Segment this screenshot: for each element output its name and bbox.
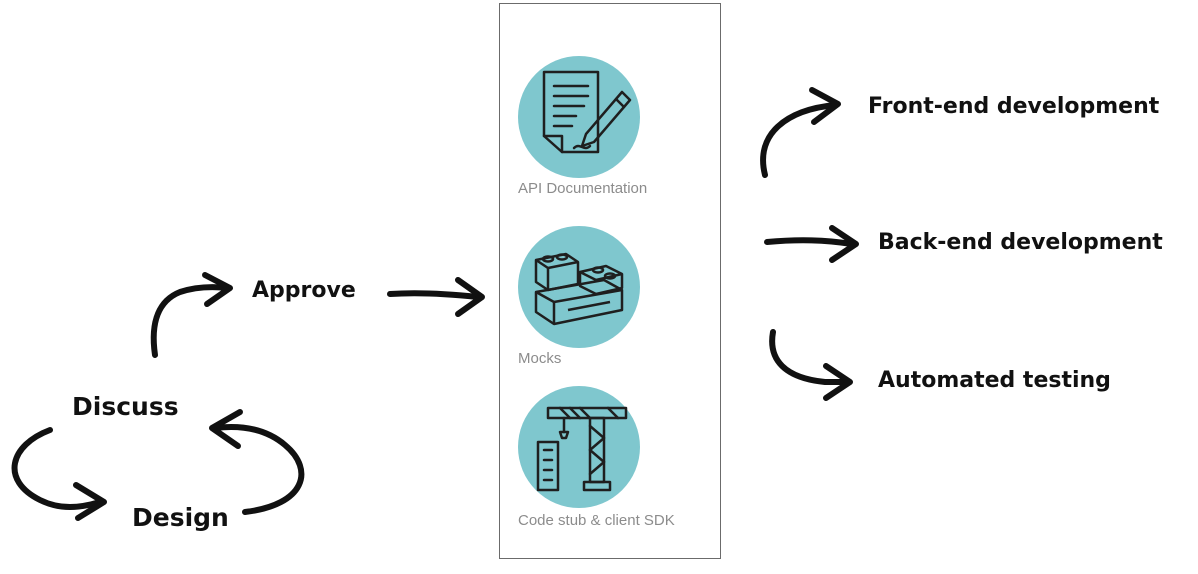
document-pen-icon [518, 56, 640, 178]
asset-label: API Documentation [518, 180, 648, 197]
approve-label: Approve [252, 278, 356, 303]
arrowhead-discuss-to-design [73, 482, 107, 521]
design-label: Design [132, 503, 229, 532]
arrow-to-frontend [760, 102, 838, 178]
arrowhead-design-to-discuss [209, 409, 243, 449]
arrow-discuss-to-design [11, 427, 103, 510]
arrowhead-to-frontend [809, 87, 841, 125]
asset-label: Mocks [518, 350, 562, 367]
asset-label: Code stub & client SDK [518, 512, 675, 529]
arrow-to-testing [769, 329, 851, 385]
arrowhead-approve-to-assets [455, 277, 485, 317]
automated-testing-label: Automated testing [878, 368, 1111, 393]
api-assets-panel: API Documentation [499, 3, 721, 559]
asset-mocks: Mocks [500, 226, 722, 376]
arrowhead-to-backend [829, 225, 859, 263]
discuss-label: Discuss [72, 392, 179, 421]
asset-api-documentation: API Documentation [500, 56, 722, 206]
arrow-discuss-to-approve [150, 284, 231, 358]
building-blocks-icon [518, 226, 640, 348]
backend-development-label: Back-end development [878, 230, 1163, 255]
arrow-approve-to-assets [387, 290, 481, 300]
arrow-design-to-discuss [212, 423, 305, 515]
frontend-development-label: Front-end development [868, 94, 1160, 119]
arrow-to-backend [764, 237, 855, 247]
asset-code-stub: Code stub & client SDK [500, 386, 722, 536]
arrowhead-to-testing [823, 363, 853, 401]
construction-crane-icon [518, 386, 640, 508]
arrowhead-discuss-to-approve [202, 272, 233, 307]
